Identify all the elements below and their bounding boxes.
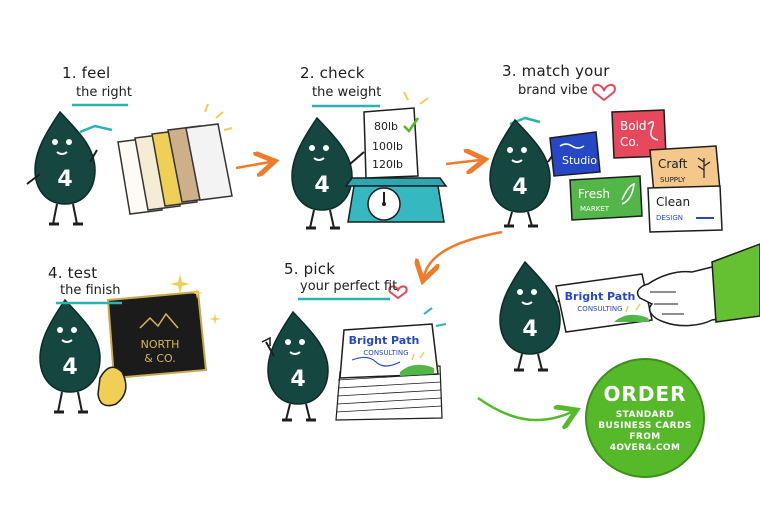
- stack-card-line2: CONSULTING: [363, 349, 408, 357]
- heart-icon: [388, 285, 408, 300]
- accent-stroke: [423, 307, 447, 327]
- order-badge[interactable]: ORDER STANDARD BUSINESS CARDS FROM 4OVER…: [585, 358, 705, 478]
- brand-card-clean: Clean DESIGN: [647, 185, 723, 233]
- mascot-1: 4: [26, 111, 98, 226]
- step-5: 4 Bright Path CONSULTING: [261, 285, 447, 422]
- mountain-icon: [139, 312, 179, 329]
- card-stack: Bright Path CONSULTING: [335, 323, 443, 421]
- mascot-6: 4: [499, 261, 567, 372]
- arrow-2-to-3: [445, 160, 480, 164]
- brand-label: Bold: [620, 119, 647, 133]
- mascot-4: 4: [39, 299, 101, 414]
- check-icon: [403, 117, 420, 133]
- weight-80: 80lb: [374, 120, 398, 133]
- order-line-2: BUSINESS CARDS: [598, 420, 692, 431]
- brand-sublabel: SUPPLY: [660, 176, 686, 184]
- step-2: 4 80lb 100lb 120lb: [291, 91, 448, 230]
- brand-label: Clean: [656, 195, 690, 209]
- brand-label: Studio: [562, 154, 597, 167]
- step-2-subtitle: the weight: [312, 85, 382, 100]
- giving-hand: [636, 243, 760, 327]
- weight-100: 100lb: [372, 140, 403, 153]
- step-5-subtitle: your perfect fit: [300, 279, 398, 294]
- accent-stroke: [79, 124, 113, 134]
- polishing-cloth: [97, 366, 127, 407]
- brand-card-fresh: Fresh MARKET: [569, 175, 643, 221]
- mascot-label: 4: [512, 175, 527, 200]
- weight-120: 120lb: [372, 158, 403, 171]
- order-line-1: STANDARD: [615, 409, 675, 420]
- step-4: 4 NORTH & CO.: [39, 274, 221, 414]
- arrow-1-to-2: [235, 162, 270, 168]
- step-1-subtitle: the right: [76, 85, 133, 100]
- order-line-4: 4OVER4.COM: [609, 443, 681, 454]
- scale: [344, 177, 448, 223]
- handed-card: Bright Path CONSULTING: [555, 273, 653, 333]
- mascot-label: 4: [522, 317, 537, 342]
- sparkle: [204, 103, 233, 131]
- leaf-icon: [621, 182, 635, 205]
- brand-label: Fresh: [578, 187, 610, 201]
- finish-card-line2: & CO.: [144, 352, 175, 365]
- sleeve: [711, 243, 760, 323]
- stack-card-line1: Bright Path: [349, 334, 420, 347]
- mascot-label: 4: [290, 367, 305, 392]
- mascot-5: 4: [261, 311, 329, 422]
- step-4-title: 4. test: [48, 264, 98, 282]
- underline: [56, 301, 122, 305]
- step-1: 4: [26, 103, 233, 226]
- thumbs-up-icon: [261, 336, 271, 346]
- underline: [72, 103, 128, 107]
- sparkle: [403, 91, 429, 105]
- underline: [312, 104, 380, 108]
- step-3-subtitle: brand vibe: [518, 83, 588, 98]
- heart-icon: [592, 84, 616, 102]
- arrow-3-to-4: [424, 230, 503, 276]
- hand-card-line1: Bright Path: [565, 290, 636, 303]
- brand-card-craft: Craft SUPPLY: [649, 145, 721, 195]
- step-3: 4 Studio Bold Co. Craft SUPPLY Fresh MAR…: [489, 84, 723, 233]
- finish-card: NORTH & CO.: [106, 290, 208, 380]
- brand-sublabel: Co.: [620, 135, 639, 149]
- order-title: ORDER: [603, 381, 687, 406]
- brand-sublabel: DESIGN: [656, 214, 683, 222]
- leaf-icon: [697, 157, 711, 178]
- mascot-label: 4: [57, 167, 72, 192]
- step-1-title: 1. feel: [62, 64, 111, 82]
- order-line-3: FROM: [629, 432, 661, 442]
- paper-samples: [117, 123, 233, 215]
- mascot-2: 4: [291, 117, 365, 230]
- brand-label: Craft: [658, 157, 688, 171]
- sparkle-icon: [191, 287, 203, 299]
- step-5-title: 5. pick: [284, 260, 336, 278]
- step-2-title: 2. check: [300, 64, 365, 82]
- sparkle-icon: [170, 274, 190, 294]
- weight-card: 80lb 100lb 120lb: [363, 107, 420, 179]
- arrow-to-order: [477, 396, 572, 420]
- mascot-label: 4: [62, 355, 77, 380]
- brand-card-studio: Studio: [549, 131, 601, 177]
- hand-card-line2: CONSULTING: [577, 305, 622, 313]
- final-handoff: 4 Bright Path CONSULTING: [499, 243, 760, 372]
- finish-card-line1: NORTH: [141, 338, 180, 351]
- underline: [298, 297, 390, 301]
- step-4-subtitle: the finish: [60, 283, 121, 298]
- sparkle-icon: [209, 313, 221, 325]
- step-3-title: 3. match your: [502, 62, 610, 80]
- mascot-3: 4: [489, 119, 557, 228]
- brand-sublabel: MARKET: [580, 205, 610, 213]
- mascot-label: 4: [314, 173, 329, 198]
